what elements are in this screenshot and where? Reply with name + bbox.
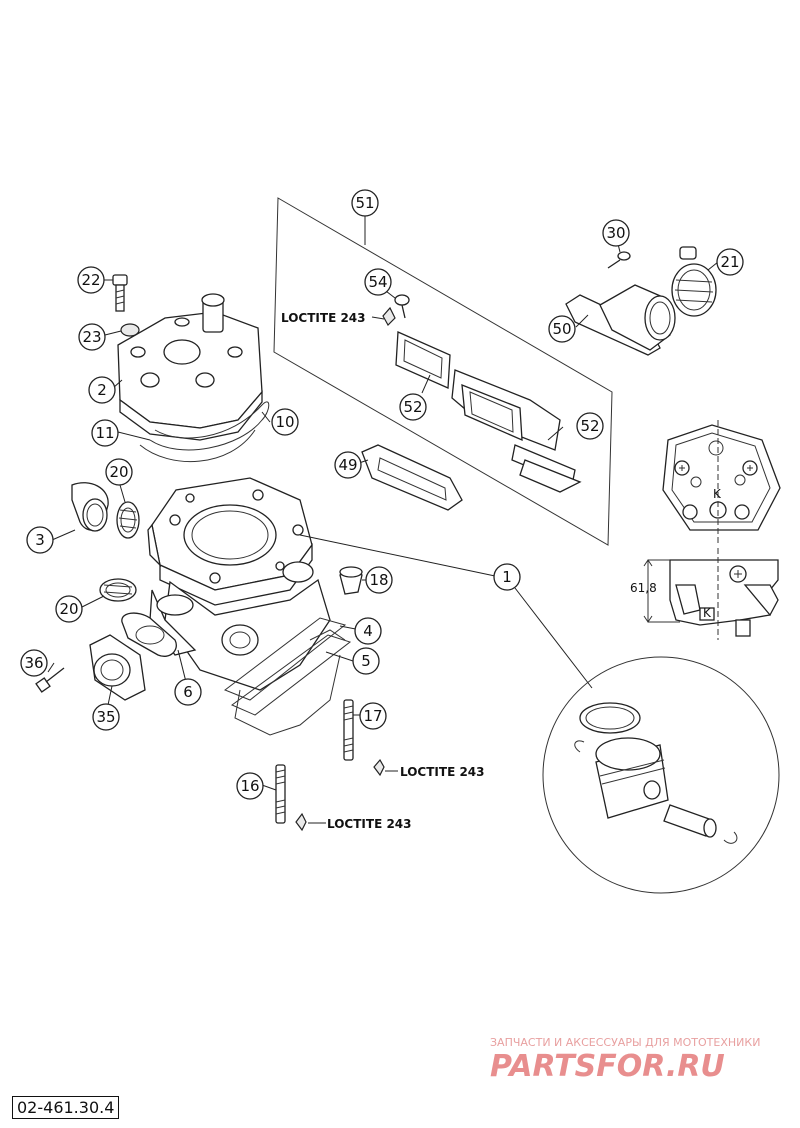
svg-text:50: 50 bbox=[552, 320, 571, 338]
diagram-code: 02-461.30.4 bbox=[12, 1096, 120, 1119]
callout-10: 10 bbox=[271, 408, 299, 436]
stud-17 bbox=[343, 699, 385, 777]
loctite-note-stud-16: LOCTITE 243 bbox=[327, 817, 412, 831]
intake-clamp bbox=[671, 246, 717, 317]
callout-21: 21 bbox=[716, 248, 744, 276]
cylinder-side-view bbox=[643, 548, 779, 640]
dimension-label: 61,8 bbox=[630, 581, 657, 595]
callout-2: 2 bbox=[88, 376, 116, 404]
circlip-left bbox=[574, 740, 585, 753]
callout-20-upper: 20 bbox=[105, 458, 133, 486]
piston-detail-circle bbox=[542, 656, 780, 894]
cylinder-head bbox=[117, 293, 263, 441]
callout-30: 30 bbox=[602, 219, 630, 247]
callout-50: 50 bbox=[548, 315, 576, 343]
callout-18: 18 bbox=[365, 566, 393, 594]
svg-text:21: 21 bbox=[720, 253, 739, 271]
reed-valve-block bbox=[395, 331, 582, 493]
stud-16 bbox=[275, 764, 307, 832]
callout-3: 3 bbox=[26, 526, 54, 554]
base-gasket-5 bbox=[230, 634, 352, 716]
loctite-note-stud-17: LOCTITE 243 bbox=[400, 765, 485, 779]
callout-35: 35 bbox=[92, 703, 120, 731]
piston-ring bbox=[579, 702, 641, 734]
callout-4: 4 bbox=[354, 617, 382, 645]
svg-text:1: 1 bbox=[502, 568, 512, 586]
watermark-logo: PARTSFOR.RU bbox=[490, 1049, 725, 1084]
circlip-right bbox=[723, 831, 738, 844]
head-screw bbox=[112, 274, 128, 312]
svg-text:4: 4 bbox=[363, 622, 373, 640]
piston bbox=[595, 737, 669, 819]
exhaust-gasket bbox=[121, 612, 177, 657]
svg-text:20: 20 bbox=[59, 600, 78, 618]
svg-text:30: 30 bbox=[606, 224, 625, 242]
callout-23: 23 bbox=[78, 323, 106, 351]
svg-text:49: 49 bbox=[338, 456, 357, 474]
svg-text:22: 22 bbox=[81, 271, 100, 289]
cylinder bbox=[147, 477, 346, 736]
intake-manifold bbox=[565, 284, 676, 356]
svg-text:51: 51 bbox=[355, 194, 374, 212]
svg-text:20: 20 bbox=[109, 463, 128, 481]
intake-gasket bbox=[361, 444, 463, 511]
svg-text:35: 35 bbox=[96, 708, 115, 726]
o-ring-11 bbox=[139, 429, 256, 462]
manifold-screw bbox=[607, 251, 631, 269]
svg-text:54: 54 bbox=[368, 273, 387, 291]
callout-5: 5 bbox=[352, 647, 380, 675]
flange-screw bbox=[35, 667, 65, 693]
callout-1: 1 bbox=[493, 563, 521, 591]
callout-17: 17 bbox=[359, 702, 387, 730]
callout-11: 11 bbox=[91, 419, 119, 447]
mark-k-side: K bbox=[703, 606, 712, 620]
watermark-tagline: ЗАПЧАСТИ И АКСЕССУАРЫ ДЛЯ МОТОТЕХНИКИ bbox=[490, 1036, 760, 1049]
svg-text:2: 2 bbox=[97, 381, 107, 399]
callout-51: 51 bbox=[351, 189, 379, 217]
reed-screw bbox=[382, 294, 410, 326]
svg-text:52: 52 bbox=[580, 417, 599, 435]
svg-text:52: 52 bbox=[403, 398, 422, 416]
reed-valve-kit-frame bbox=[273, 197, 613, 546]
exhaust-flange bbox=[89, 634, 146, 701]
hose-clamp-lower bbox=[99, 578, 137, 602]
sleeve bbox=[339, 566, 363, 595]
head-top-view bbox=[662, 420, 781, 545]
callout-22: 22 bbox=[77, 266, 105, 294]
o-ring-10 bbox=[149, 401, 270, 451]
svg-text:17: 17 bbox=[363, 707, 382, 725]
washer bbox=[120, 323, 140, 337]
svg-text:3: 3 bbox=[35, 531, 45, 549]
svg-text:6: 6 bbox=[183, 683, 193, 701]
callout-49: 49 bbox=[334, 451, 362, 479]
callout-20-lower: 20 bbox=[55, 595, 83, 623]
hose-clamp-upper bbox=[116, 501, 140, 539]
callout-52-lower: 52 bbox=[576, 412, 604, 440]
piston-pin bbox=[663, 804, 717, 838]
svg-text:23: 23 bbox=[82, 328, 101, 346]
callout-16: 16 bbox=[236, 772, 264, 800]
mark-k-top: K bbox=[713, 487, 722, 501]
svg-text:5: 5 bbox=[361, 652, 371, 670]
svg-text:36: 36 bbox=[24, 654, 43, 672]
callout-52-upper: 52 bbox=[399, 393, 427, 421]
loctite-note-reed: LOCTITE 243 bbox=[281, 311, 366, 325]
svg-text:11: 11 bbox=[95, 424, 114, 442]
svg-text:18: 18 bbox=[369, 571, 388, 589]
callout-54: 54 bbox=[364, 268, 392, 296]
svg-text:16: 16 bbox=[240, 777, 259, 795]
svg-text:10: 10 bbox=[275, 413, 294, 431]
callout-6: 6 bbox=[174, 678, 202, 706]
base-gasket-4 bbox=[223, 617, 347, 701]
callout-36: 36 bbox=[20, 649, 48, 677]
